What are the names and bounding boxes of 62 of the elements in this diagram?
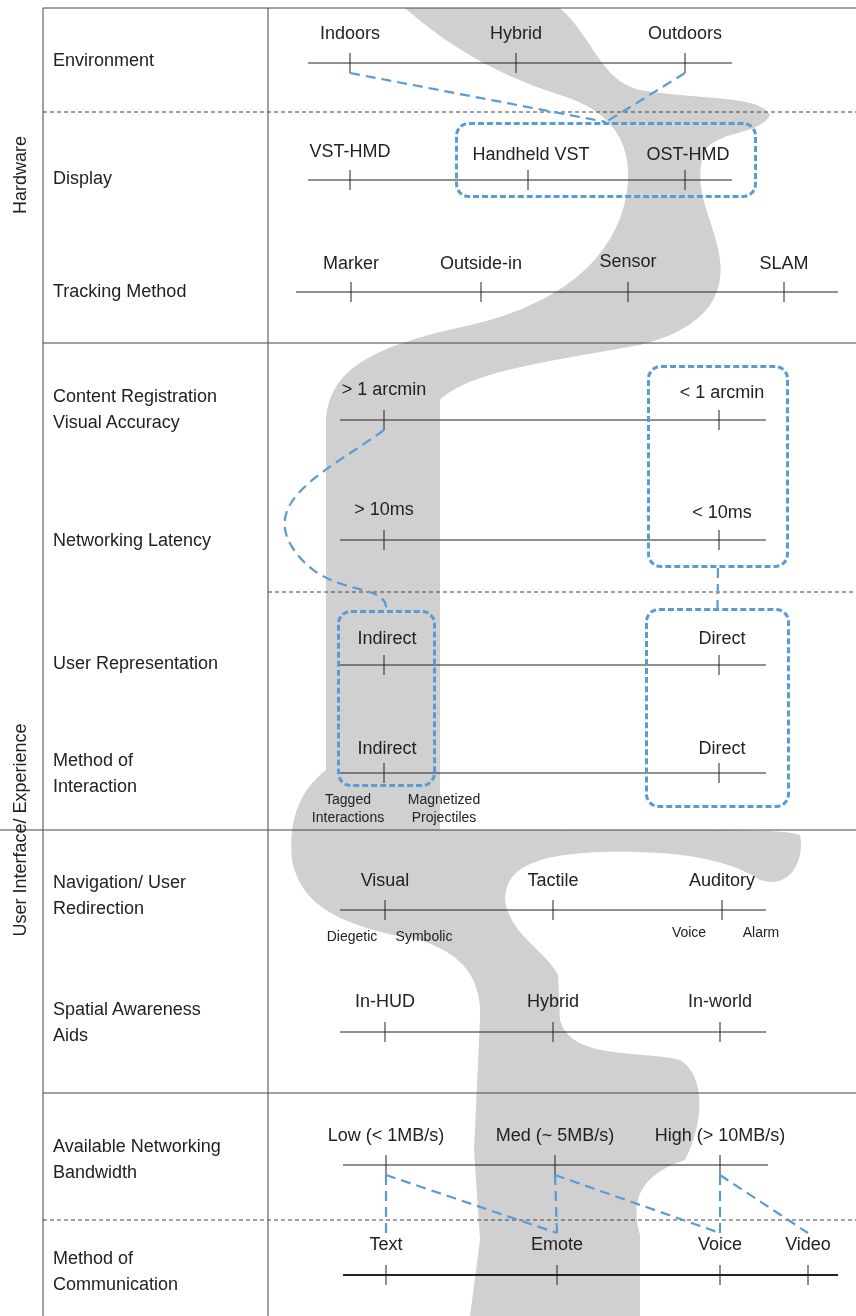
option-label: VST-HMD (309, 140, 391, 190)
option-label: Text (369, 1233, 403, 1285)
row-label: Spatial Awareness Aids (53, 998, 202, 1047)
option-label: Direct (698, 737, 746, 786)
connector-line (719, 1174, 809, 1234)
option-label: Outside-in (440, 252, 522, 302)
connector-line (718, 1175, 722, 1233)
option-label: In-world (688, 990, 752, 1042)
option-label: Emote (531, 1233, 583, 1285)
dashed-group-box (647, 365, 789, 568)
option-label: Direct (698, 627, 746, 678)
option-label: < 10ms (692, 501, 752, 553)
option-label: Hybrid (527, 990, 579, 1042)
row-label: Environment (53, 49, 156, 72)
option-label: Marker (323, 252, 379, 302)
option-label: OST-HMD (646, 143, 730, 193)
dashed-group-box (337, 610, 436, 787)
connector-line (716, 568, 720, 608)
option-label: > 10ms (354, 498, 414, 550)
option-label: Sensor (599, 250, 657, 302)
option-label: Indirect (357, 627, 417, 678)
row-label: Content Registration Visual Accuracy (53, 385, 219, 434)
sub-option-label: Voice (671, 923, 707, 941)
sub-option-label: Alarm (742, 923, 780, 941)
option-label: In-HUD (355, 990, 415, 1042)
row-label: Method of Communication (53, 1247, 180, 1296)
option-label: Voice (698, 1233, 742, 1285)
option-label: < 1 arcmin (679, 381, 765, 433)
row-label: Navigation/ User Redirection (53, 871, 188, 920)
row-label: Available Networking Bandwidth (53, 1135, 222, 1184)
connector-line (349, 71, 607, 124)
dashed-group-box (455, 122, 757, 198)
option-label: Tactile (527, 869, 579, 920)
row-label: Display (53, 167, 114, 190)
row-label: Tracking Method (53, 280, 188, 303)
sub-option-label: Tagged Interactions (310, 790, 386, 826)
sub-option-label: Diegetic (326, 927, 378, 945)
connector-line (605, 72, 686, 123)
option-label: Low (< 1MB/s) (327, 1124, 445, 1175)
option-label: Hybrid (490, 22, 542, 73)
row-label: Networking Latency (53, 529, 213, 552)
sub-option-label: Magnetized Projectiles (406, 790, 482, 826)
row-label: Method of Interaction (53, 749, 139, 798)
option-label: Indirect (357, 737, 417, 786)
option-label: SLAM (759, 252, 809, 302)
section-label: User Interface/ Experience (9, 723, 31, 937)
row-label: User Representation (53, 652, 220, 675)
option-label: Auditory (689, 869, 755, 920)
option-label: Video (785, 1233, 831, 1285)
connector-line (384, 1175, 388, 1233)
option-label: Outdoors (648, 22, 722, 73)
option-label: Visual (360, 869, 410, 920)
option-label: Med (~ 5MB/s) (495, 1124, 615, 1175)
option-label: High (> 10MB/s) (654, 1124, 786, 1175)
dashed-group-box (645, 608, 790, 808)
connector-line (553, 1174, 559, 1234)
sub-option-label: Symbolic (395, 927, 453, 945)
section-label: Hardware (9, 136, 31, 214)
option-label: Handheld VST (472, 143, 590, 193)
option-label: Indoors (320, 22, 380, 73)
connector-line (385, 1173, 558, 1235)
option-label: > 1 arcmin (341, 378, 427, 430)
